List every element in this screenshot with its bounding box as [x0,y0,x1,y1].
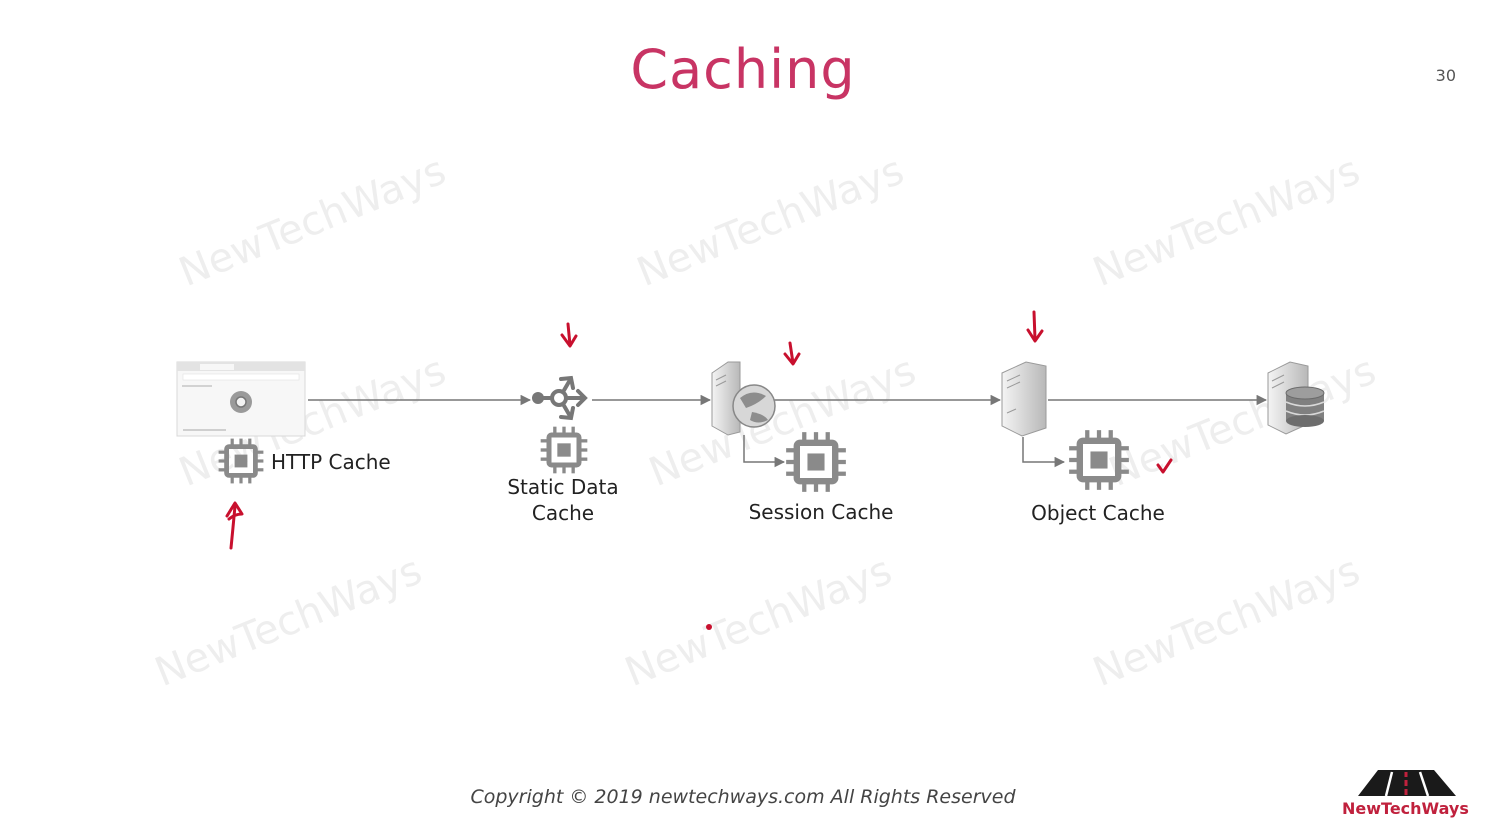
copyright-footer: Copyright © 2019 newtechways.com All Rig… [470,786,1016,808]
web-server-icon [711,361,776,436]
browser-window-icon [176,361,306,437]
logo-text: NewTechWays [1342,799,1469,818]
app-server-icon [1001,361,1047,437]
static-cache-chip-icon [541,427,588,474]
session-cache-label: Session Cache [748,500,894,524]
static-data-cache-label-line2: Cache [531,501,595,525]
slide-title: Caching [630,38,856,101]
newtechways-logo-icon [1358,770,1456,797]
distribution-icon [532,375,588,421]
annotation-marks [225,310,1173,550]
object-cache-chip-icon [1069,430,1129,490]
page-number: 30 [1435,66,1456,85]
http-cache-label: HTTP Cache [271,450,391,474]
session-cache-chip-icon [786,432,846,492]
database-server-icon [1267,361,1325,435]
static-data-cache-label-line1: Static Data [507,475,619,499]
connector-lines [308,394,1268,468]
annotation-dot [706,624,712,630]
object-cache-label: Object Cache [1031,501,1165,525]
http-cache-chip-icon [219,439,264,484]
